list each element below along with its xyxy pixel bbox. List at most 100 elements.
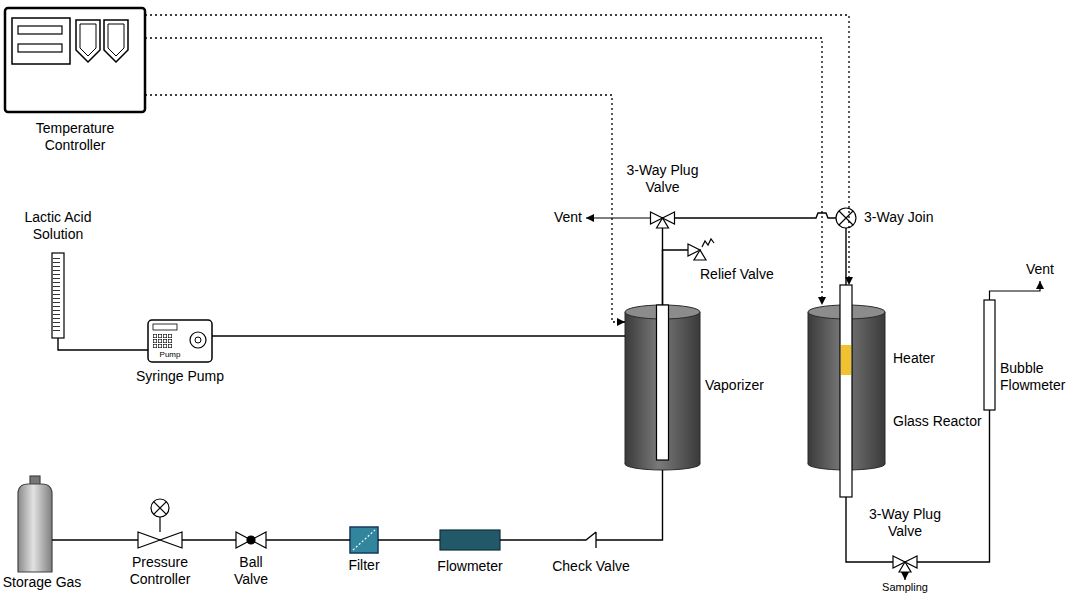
pipe-line — [607, 470, 663, 540]
relief-valve: Relief Valve — [688, 240, 714, 260]
syringe-pump-icon — [148, 320, 212, 362]
temperature-controller-icon — [5, 8, 145, 112]
pipe-line — [845, 228, 846, 285]
glass-reactor: Glass Reactor — [840, 285, 852, 497]
component-label: Relief Valve — [700, 266, 774, 283]
bubble-flowmeter-icon — [990, 281, 1041, 300]
three-way-valve-icon — [657, 218, 669, 228]
pressure-controller-icon — [151, 499, 169, 517]
pipe-line — [182, 539, 236, 540]
flowmeter-icon — [440, 530, 500, 550]
burette-icon — [52, 253, 64, 338]
ball-valve-icon — [247, 536, 255, 544]
pipe-line — [58, 338, 148, 350]
pressure-controller: Pressure Controller — [138, 532, 182, 548]
vaporizer-icon — [657, 305, 669, 460]
syringe-pump-icon — [153, 324, 177, 330]
heater: HeaterGlass Reactor — [808, 305, 885, 470]
heater-icon — [885, 312, 886, 464]
signal-line — [145, 38, 822, 305]
flowmeter: Flowmeter — [440, 530, 500, 550]
temperature-controller-icon — [80, 24, 96, 56]
component-label: Ball Valve — [226, 554, 276, 588]
component-label: Heater — [893, 350, 935, 367]
component-label: Lactic Acid Solution — [11, 209, 106, 243]
three-way-valve: 3-Way Plug Valve — [893, 552, 917, 572]
burette-icon — [52, 253, 64, 338]
component-label: Flowmeter — [437, 558, 502, 575]
syringe-pump: PumpSyringe Pump — [148, 320, 212, 362]
component-label: Syringe Pump — [136, 368, 224, 385]
pressure-controller-icon — [154, 502, 167, 515]
pressure-controller-icon — [138, 532, 160, 548]
vent-label: Sampling — [882, 581, 928, 594]
three-way-valve-icon — [586, 212, 675, 228]
gas-cylinder: Storage Gas — [18, 478, 52, 572]
pipe-line — [52, 539, 138, 540]
pipe-line — [675, 213, 837, 218]
three-way-join-icon — [836, 208, 856, 228]
filter-icon — [353, 530, 375, 550]
three-way-valve-icon — [904, 572, 905, 580]
temperature-controller-icon — [18, 26, 62, 34]
pressure-controller-icon — [160, 532, 182, 548]
check-valve-icon — [575, 532, 607, 548]
three-way-join-icon — [839, 211, 853, 225]
three-way-join-icon — [836, 208, 856, 228]
temperature-controller-icon — [104, 20, 128, 62]
vaporizer-icon — [625, 312, 626, 464]
flowmeter-icon — [440, 530, 500, 550]
three-way-valve-icon — [893, 556, 917, 580]
component-label: Vaporizer — [705, 377, 764, 394]
pipe-line — [266, 539, 350, 540]
vaporizer: Vaporizer — [625, 305, 700, 470]
vent-label: Vent — [1026, 261, 1054, 278]
signal-line — [145, 15, 849, 285]
component-label: Temperature Controller — [15, 120, 135, 154]
vent-label: Vent — [554, 209, 582, 226]
glass-reactor-icon — [840, 285, 852, 497]
relief-valve-icon — [702, 239, 714, 247]
pipe-line — [378, 539, 440, 540]
pipe-line — [917, 410, 990, 562]
temperature-controller-icon — [5, 8, 145, 112]
check-valve-icon — [575, 532, 607, 548]
heater-icon — [808, 312, 809, 464]
pressure-controller-icon — [159, 517, 160, 532]
pipe-line — [212, 335, 625, 336]
component-label: Check Valve — [552, 558, 630, 575]
vaporizer-icon — [625, 305, 700, 470]
gas-cylinder-icon — [18, 476, 52, 572]
component-label: Pressure Controller — [120, 554, 200, 588]
component-label: 3-Way Plug Valve — [618, 162, 708, 196]
burette: Lactic Acid Solution — [52, 253, 64, 338]
component-label: Bubble Flowmeter — [1000, 360, 1070, 394]
syringe-pump-icon — [195, 337, 201, 343]
three-way-valve-icon — [586, 217, 651, 218]
pipe-line — [663, 250, 689, 305]
temperature-controller-icon — [18, 44, 62, 52]
syringe-pump-icon — [148, 320, 212, 362]
syringe-pump-icon — [190, 332, 206, 348]
filter-icon — [350, 527, 378, 553]
controller-box: Temperature Controller — [5, 8, 145, 112]
pressure-controller-icon — [138, 499, 182, 548]
vaporizer-icon — [700, 312, 701, 464]
gas-cylinder-icon — [18, 484, 52, 572]
three-way-valve: 3-Way Plug Valve — [651, 208, 675, 228]
component-label: Storage Gas — [3, 574, 82, 591]
filter: Filter — [350, 527, 378, 553]
component-label: 3-Way Join — [864, 209, 934, 226]
three-way-join: 3-Way Join — [836, 208, 856, 228]
relief-valve-icon — [694, 250, 706, 260]
signal-line — [145, 95, 625, 322]
component-label: 3-Way Plug Valve — [860, 506, 950, 540]
filter-icon — [350, 527, 378, 553]
bubble-flowmeter-icon — [984, 300, 995, 410]
ball-valve: Ball Valve — [236, 532, 266, 548]
three-way-valve-icon — [899, 562, 911, 572]
temperature-controller-icon — [76, 20, 100, 62]
bubble-flowmeter: Bubble Flowmeter — [984, 300, 995, 410]
